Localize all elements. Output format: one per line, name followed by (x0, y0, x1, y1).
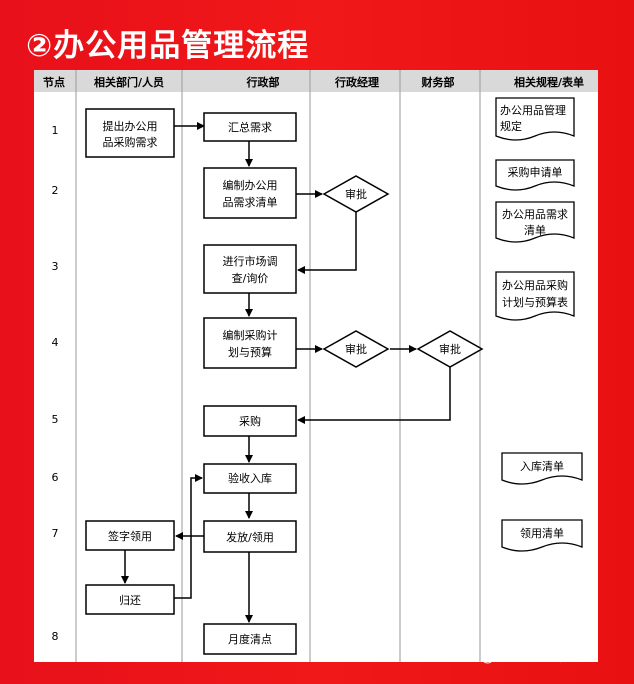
document-storage-list (501, 452, 583, 485)
process-request-box (85, 108, 175, 158)
header-row (34, 70, 598, 92)
arrow-return-to-storage (174, 474, 203, 599)
process-purchase-box (203, 405, 297, 437)
document-label: 计划与预算表 (502, 295, 568, 309)
document-label: 采购申请单 (508, 165, 563, 179)
process-purchase-plan-box (203, 317, 297, 369)
document-label: 领用清单 (520, 527, 564, 540)
node-number: 8 (52, 630, 59, 643)
arrow-finance-approval-to-purchase (297, 367, 451, 424)
decision-approval-manager (322, 330, 390, 368)
document-label: 办公用品管理 (500, 103, 566, 117)
process-label: 采购 (239, 414, 261, 428)
header-node: 节点 (43, 75, 65, 89)
node-number: 5 (52, 413, 59, 426)
node-number: 6 (52, 471, 59, 484)
process-label: 提出办公用 (103, 119, 158, 133)
header-related-dept: 相关部门/人员 (94, 75, 164, 89)
process-label: 汇总需求 (228, 120, 272, 134)
node-number: 7 (52, 527, 59, 540)
process-demand-list-box (203, 167, 297, 219)
document-demand-list (495, 201, 575, 243)
node-number: 1 (52, 124, 59, 137)
node-number: 4 (52, 336, 59, 349)
process-label: 编制办公用 (223, 178, 278, 192)
process-summary-box (203, 112, 297, 142)
process-label: 查/询价 (232, 271, 269, 285)
decision-label: 审批 (345, 187, 367, 201)
process-label: 品采购需求 (103, 135, 158, 149)
document-label: 入库清单 (520, 460, 564, 473)
document-issue-list (501, 519, 583, 552)
watermark: 知乎 @HRD学堂牛哥 (448, 649, 582, 665)
process-storage-box (203, 463, 297, 494)
node-number: 3 (52, 260, 59, 273)
process-label: 发放/领用 (226, 530, 274, 544)
process-issue-box (203, 520, 297, 553)
arrow-approval-to-survey (297, 212, 357, 274)
node-number: 2 (52, 184, 59, 197)
page-title: ②办公用品管理流程 (26, 28, 310, 64)
process-label: 签字领用 (108, 529, 152, 543)
process-label: 月度清点 (228, 632, 272, 646)
header-finance-dept: 财务部 (421, 75, 455, 89)
connectors (121, 122, 451, 623)
flowchart-panel: 节点 相关部门/人员 行政部 行政经理 财务部 相关规程/表单 1 2 3 4 … (34, 70, 598, 662)
process-monthly-count-box (203, 623, 297, 655)
document-label: 规定 (500, 119, 522, 133)
decision-approval-1 (322, 175, 390, 213)
header-admin-manager: 行政经理 (334, 75, 379, 89)
document-purchase-request (495, 159, 575, 191)
process-market-survey-box (203, 244, 297, 294)
process-return-box (85, 584, 175, 615)
process-label: 品需求清单 (223, 196, 278, 209)
process-label: 验收入库 (228, 471, 272, 485)
decision-label: 审批 (345, 342, 367, 356)
process-label: 进行市场调 (223, 254, 278, 268)
header-forms: 相关规程/表单 (514, 75, 584, 89)
decision-approval-finance (416, 330, 484, 368)
process-sign-box (85, 520, 175, 551)
process-label: 归还 (119, 593, 141, 607)
decision-label: 审批 (439, 342, 461, 356)
document-label: 办公用品需求 (502, 208, 568, 221)
process-label: 编制采购计 (223, 328, 278, 342)
process-label: 划与预算 (228, 345, 272, 359)
column-dividers (75, 70, 481, 662)
document-purchase-plan-budget (495, 271, 575, 321)
document-label: 清单 (524, 224, 546, 237)
header-admin-dept: 行政部 (246, 75, 280, 89)
document-management-rules (495, 97, 575, 141)
flowchart: 节点 相关部门/人员 行政部 行政经理 财务部 相关规程/表单 1 2 3 4 … (34, 70, 598, 662)
document-label: 办公用品采购 (502, 278, 568, 292)
